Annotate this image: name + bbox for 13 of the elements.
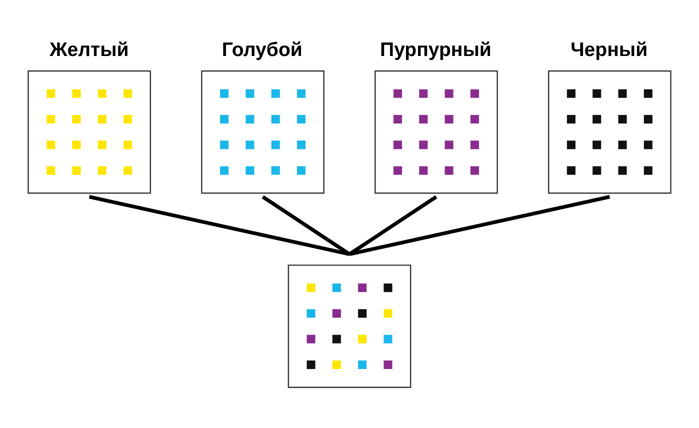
connector (348, 194, 438, 256)
connector (262, 194, 351, 256)
node-box (374, 70, 498, 194)
node-label: Желтый (50, 38, 129, 61)
node-label: Голубой (222, 38, 302, 61)
connector (349, 194, 610, 256)
connector (88, 194, 350, 256)
node-box (28, 70, 151, 194)
node-label: Черный (570, 38, 648, 61)
node-box (201, 70, 324, 194)
node-label: Пурпурный (380, 38, 492, 61)
node-box (548, 70, 672, 194)
node-picture (288, 264, 412, 388)
